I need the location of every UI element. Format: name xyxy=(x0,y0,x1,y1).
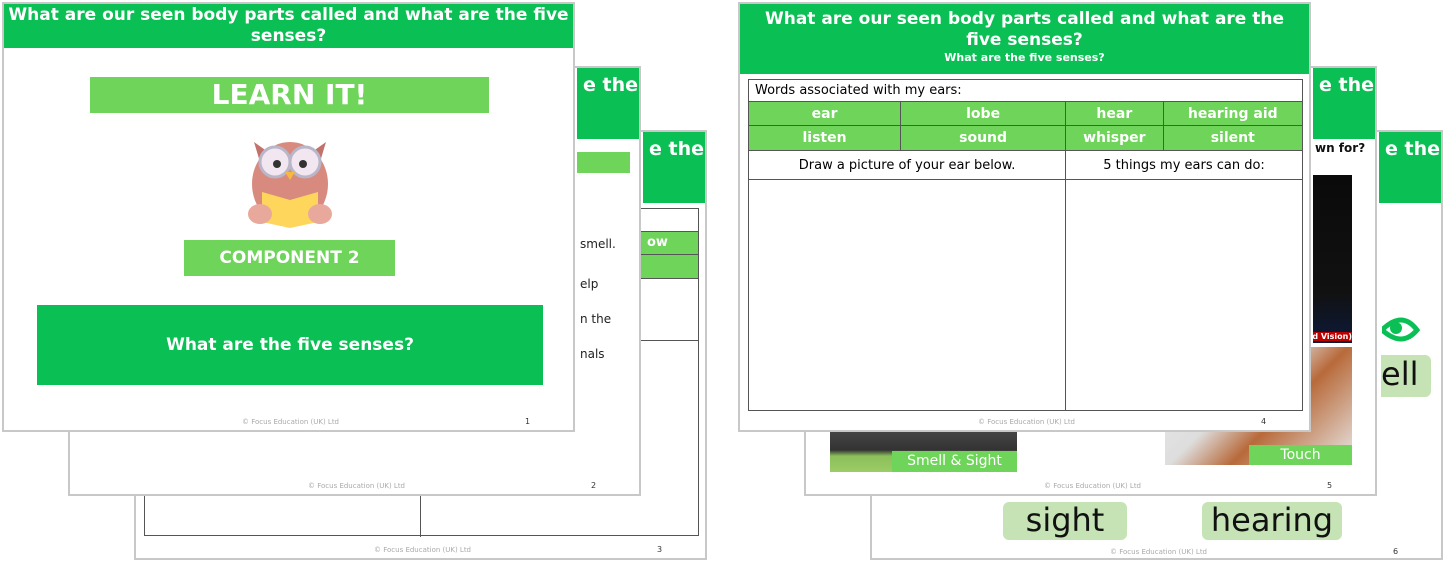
label-touch: Touch xyxy=(1249,445,1352,465)
text-line: n the xyxy=(580,312,612,326)
slide-number: 1 xyxy=(525,417,531,426)
slide-title-peek: e the xyxy=(1319,74,1374,96)
slide-title-peek: e the xyxy=(1385,138,1440,160)
footer: © Focus Education (UK) Ltd xyxy=(1044,482,1142,490)
ear-words-table: Words associated with my ears: ear lobe … xyxy=(747,79,1304,411)
word-cell: sound xyxy=(900,125,1067,151)
slide-number: 6 xyxy=(1393,547,1399,556)
word-cell: whisper xyxy=(1065,125,1164,151)
footer: © Focus Education (UK) Ltd xyxy=(242,418,340,426)
draw-area[interactable] xyxy=(747,179,1067,411)
eye-icon xyxy=(1382,317,1421,342)
word-cell: hearing aid xyxy=(1162,101,1304,126)
question-peek: wn for? xyxy=(1315,141,1366,155)
lesson-question-box: What are the five senses? xyxy=(37,305,543,385)
word-smell: ell xyxy=(1381,355,1431,397)
word-sight: sight xyxy=(1003,502,1127,540)
slide-6-header: e the xyxy=(1379,132,1441,203)
slide-2-header: e the xyxy=(577,68,639,139)
slide-4-header: What are our seen body parts called and … xyxy=(740,4,1309,74)
word-cell: silent xyxy=(1162,125,1304,151)
cell-text: ow xyxy=(647,235,668,250)
owl-reading-icon xyxy=(248,142,332,228)
words-label: Words associated with my ears: xyxy=(748,79,1303,102)
things-label: 5 things my ears can do: xyxy=(1065,150,1303,180)
word-cell: hear xyxy=(1065,101,1164,126)
slide-number: 3 xyxy=(657,545,663,554)
text-line: smell. xyxy=(580,237,616,251)
photo-caption: d Vision) xyxy=(1313,332,1352,341)
slide-title-peek: e the xyxy=(583,74,638,96)
night-vision-photo: d Vision) xyxy=(1313,175,1352,343)
footer: © Focus Education (UK) Ltd xyxy=(308,482,406,490)
slide-3-header: e the xyxy=(643,132,705,203)
slide-title: What are our seen body parts called and … xyxy=(8,5,569,46)
slide-1[interactable]: What are our seen body parts called and … xyxy=(2,2,575,432)
footer: © Focus Education (UK) Ltd xyxy=(1110,548,1208,556)
slide-5-header: e the xyxy=(1313,68,1375,139)
footer: © Focus Education (UK) Ltd xyxy=(374,546,472,554)
text-line: elp xyxy=(580,277,599,291)
text-line: nals xyxy=(580,347,605,361)
slide-number: 2 xyxy=(591,481,597,490)
slide-number: 5 xyxy=(1327,481,1333,490)
slide-4[interactable]: What are our seen body parts called and … xyxy=(738,2,1311,432)
component-banner: COMPONENT 2 xyxy=(184,240,395,276)
slide-number: 4 xyxy=(1261,417,1267,426)
word-cell: ear xyxy=(747,101,902,126)
label-smell-sight: Smell & Sight xyxy=(892,451,1017,472)
word-cell: listen xyxy=(747,125,902,151)
slide-subtitle: What are the five senses? xyxy=(944,51,1105,64)
word-hearing: hearing xyxy=(1202,502,1342,540)
subtitle-bar xyxy=(577,152,630,173)
draw-label: Draw a picture of your ear below. xyxy=(747,150,1067,180)
slide-title-peek: e the xyxy=(649,138,704,160)
footer: © Focus Education (UK) Ltd xyxy=(978,418,1076,426)
things-area[interactable] xyxy=(1065,179,1303,411)
word-cell: lobe xyxy=(900,101,1067,126)
slide-title: What are our seen body parts called and … xyxy=(764,9,1285,50)
slide-1-header: What are our seen body parts called and … xyxy=(4,4,573,48)
learn-it-banner: LEARN IT! xyxy=(90,77,489,113)
